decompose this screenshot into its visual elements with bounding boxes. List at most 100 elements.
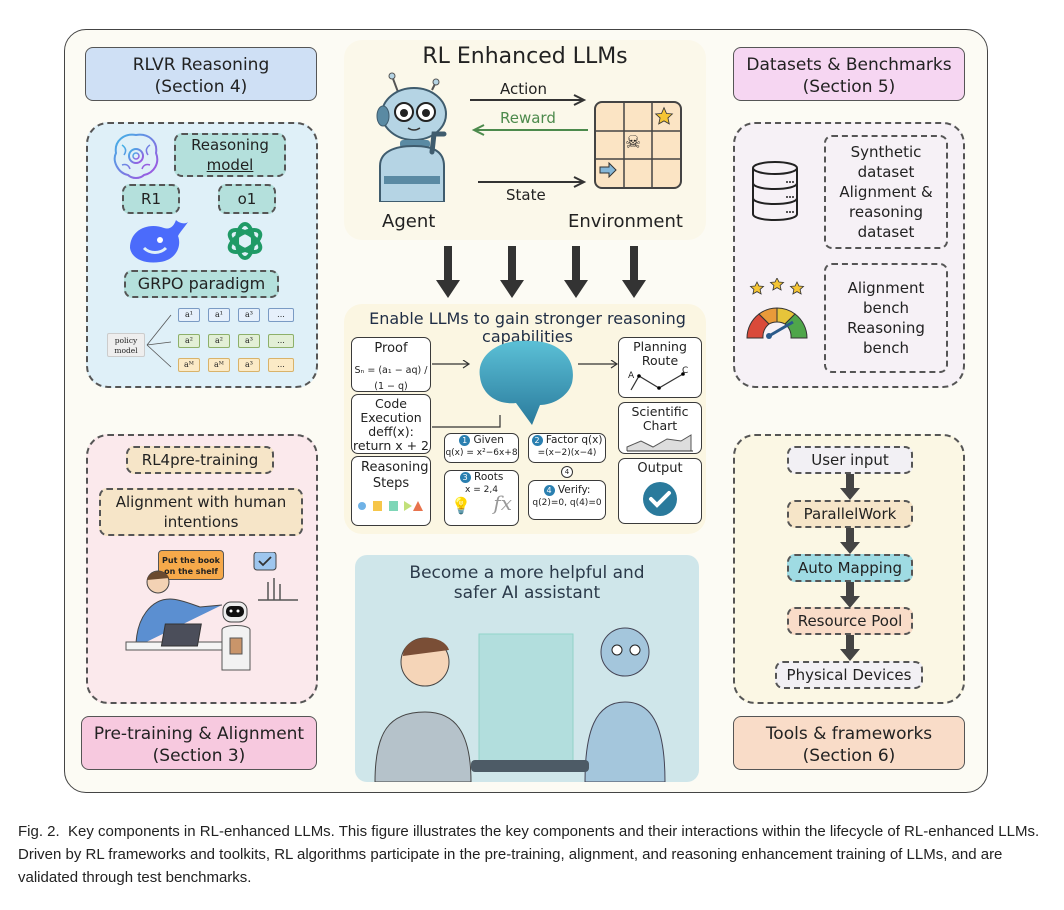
steps-flow-icon bbox=[358, 501, 423, 511]
grpo-cell: ... bbox=[268, 308, 294, 322]
dataset-line: reasoning bbox=[849, 203, 923, 221]
human-ai-illustration bbox=[374, 627, 666, 782]
dataset-box: Synthetic dataset Alignment & reasoning … bbox=[824, 135, 948, 249]
rl-loop-arrows bbox=[470, 94, 588, 188]
step3-box: 3 Roots x = 2,4 💡 fx bbox=[444, 470, 519, 526]
benchmark-box: Alignment bench Reasoning bench bbox=[824, 263, 948, 373]
route-icon bbox=[630, 372, 685, 391]
grpo-cell: a¹ bbox=[208, 308, 230, 322]
grpo-cell: a² bbox=[208, 334, 230, 348]
step2-box: 2 Factor q(x) =(x−2)(x−4) bbox=[528, 433, 606, 463]
check-circle-icon bbox=[643, 482, 677, 516]
arrow-right-icon bbox=[599, 162, 617, 178]
pipeline-label: ParallelWork bbox=[803, 505, 897, 523]
figure-caption: Fig. 2. Key components in RL-enhanced LL… bbox=[18, 820, 1048, 889]
datasets-section-title: Datasets & Benchmarks (Section 5) bbox=[733, 47, 965, 101]
pretraining-title-line1: Pre-training & Alignment bbox=[93, 724, 305, 744]
star-icon bbox=[654, 106, 674, 125]
step3-detail: x = 2,4 bbox=[465, 485, 498, 495]
down-arrow bbox=[622, 246, 646, 298]
step2-title: Factor q(x) bbox=[545, 434, 603, 446]
pipeline-resource-pool: Resource Pool bbox=[787, 607, 913, 635]
steps-label: Reasoning Steps bbox=[361, 460, 429, 491]
grpo-cell: a³ bbox=[238, 308, 260, 322]
gauge-stars-icon bbox=[746, 278, 808, 339]
center-title: RL Enhanced LLMs bbox=[422, 44, 628, 69]
state-label: State bbox=[506, 186, 546, 204]
grpo-cell: a² bbox=[178, 334, 200, 348]
grpo-label: GRPO paradigm bbox=[137, 274, 266, 293]
speech-bubble: Put the book on the shelf bbox=[158, 550, 224, 580]
down-arrows bbox=[436, 246, 646, 298]
alignment-line2: intentions bbox=[163, 513, 239, 531]
grpo-cell: a³ bbox=[238, 334, 260, 348]
caption-label: Fig. 2. bbox=[18, 823, 60, 840]
tools-title-line1: Tools & frameworks bbox=[765, 724, 933, 744]
skull-icon: ☠ bbox=[625, 132, 642, 153]
step4-title: Verify: bbox=[557, 484, 591, 496]
alignment-line1: Alignment with human bbox=[115, 493, 287, 511]
human-robot-illustration bbox=[125, 552, 298, 671]
rl4pretraining-label: RL4pre-training bbox=[141, 451, 259, 469]
step2-number: 2 bbox=[531, 435, 543, 446]
grpo-cell: ... bbox=[268, 334, 294, 348]
code-line2: return x + 2 bbox=[353, 438, 429, 453]
step4-detail: q(2)=0, q(4)=0 bbox=[532, 498, 602, 508]
alignment-intentions-box: Alignment with human intentions bbox=[99, 488, 303, 536]
code-execution-box: Code Execution deff(x): return x + 2 bbox=[351, 394, 431, 454]
pipeline-arrow bbox=[840, 582, 860, 608]
pipeline-arrow bbox=[840, 474, 860, 500]
grpo-cell: a³ bbox=[238, 358, 260, 372]
reasoning-title: Enable LLMs to gain stronger reasoning c… bbox=[369, 309, 686, 346]
rl4pretraining-box: RL4pre-training bbox=[126, 446, 274, 474]
pipeline-arrow bbox=[840, 528, 860, 554]
output-label: Output bbox=[637, 461, 683, 476]
pretraining-section-title: Pre-training & Alignment (Section 3) bbox=[81, 716, 317, 770]
policy-model-line2: model bbox=[114, 346, 138, 355]
datasets-title-line1: Datasets & Benchmarks bbox=[746, 55, 952, 75]
grid-lines bbox=[596, 103, 680, 187]
planning-label: Planning Route bbox=[633, 339, 687, 368]
step3-number: 3 bbox=[459, 472, 471, 483]
chart-label: Scientific Chart bbox=[631, 404, 689, 433]
dataset-line: Synthetic bbox=[850, 143, 922, 161]
environment-label: Environment bbox=[568, 211, 683, 232]
assistant-title-line1: Become a more helpful and bbox=[409, 563, 645, 583]
down-arrow bbox=[436, 246, 460, 298]
r1-label: R1 bbox=[141, 190, 161, 208]
rlvr-title-line2: (Section 4) bbox=[154, 77, 248, 97]
r1-box: R1 bbox=[122, 184, 180, 214]
step1-title: Given bbox=[473, 434, 504, 446]
policy-branch-arrows bbox=[146, 314, 172, 368]
lightbulb-icon: 💡 bbox=[451, 496, 471, 515]
reasoning-model-line1: Reasoning bbox=[191, 136, 269, 154]
pipeline-label: Physical Devices bbox=[786, 666, 912, 684]
assistant-title-line2: safer AI assistant bbox=[453, 583, 601, 603]
speech-line2: on the shelf bbox=[164, 567, 218, 576]
grpo-cell: a¹ bbox=[178, 308, 200, 322]
step1-box: 1 Given q(x) = x²−6x+8 bbox=[444, 433, 519, 463]
o1-label: o1 bbox=[237, 190, 257, 208]
dataset-line: dataset bbox=[857, 163, 915, 181]
step4-number: 4 bbox=[543, 485, 555, 496]
brain-icon bbox=[479, 340, 573, 425]
reasoning-model-line2: model bbox=[206, 156, 254, 174]
pipeline-auto-mapping: Auto Mapping bbox=[787, 554, 913, 582]
agent-robot-icon bbox=[376, 72, 447, 202]
step4-box: 4 Verify: q(2)=0, q(4)=0 bbox=[528, 480, 606, 520]
rlvr-title-line1: RLVR Reasoning bbox=[132, 55, 270, 75]
policy-model-line1: policy bbox=[114, 336, 138, 345]
circle-4-marker: 4 bbox=[561, 466, 573, 478]
caption-text: Key components in RL-enhanced LLMs. This… bbox=[18, 823, 1040, 886]
deepseek-whale-icon bbox=[130, 220, 188, 263]
fx-icon: fx bbox=[493, 491, 512, 515]
code-line1: deff(x): bbox=[368, 424, 414, 439]
o1-box: o1 bbox=[218, 184, 276, 214]
step2-detail: =(x−2)(x−4) bbox=[537, 448, 597, 458]
brain-gear-icon bbox=[113, 133, 159, 179]
step1-detail: q(x) = x²−6x+8 bbox=[445, 448, 518, 458]
bench-line: Alignment bbox=[847, 279, 925, 297]
pipeline-arrow bbox=[840, 635, 860, 661]
down-arrow bbox=[564, 246, 588, 298]
pipeline-label: User input bbox=[811, 451, 889, 469]
